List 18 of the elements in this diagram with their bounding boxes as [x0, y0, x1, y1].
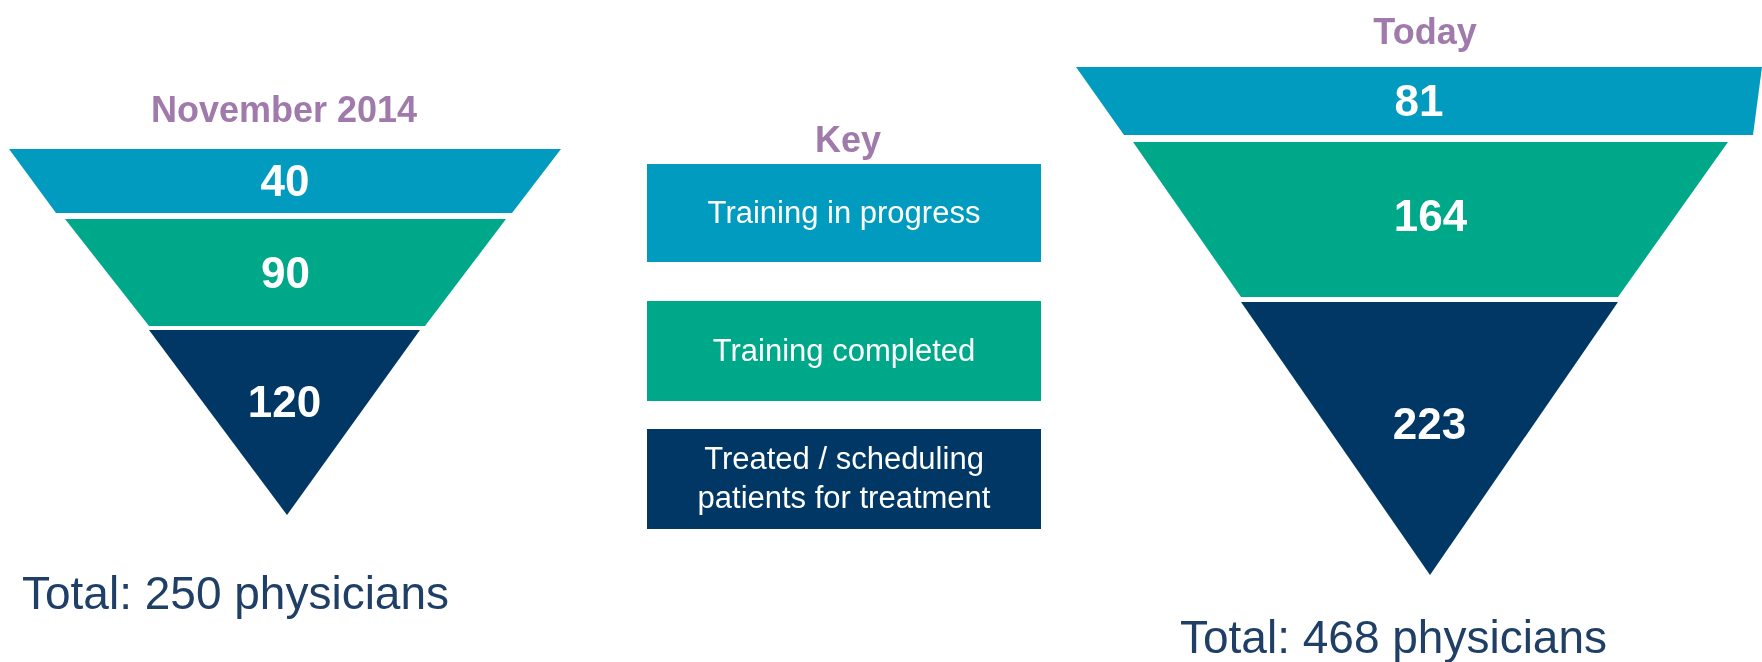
- funnel-segment: [1133, 142, 1728, 297]
- segment-value: 90: [261, 251, 310, 295]
- key-heading: Key: [815, 122, 881, 158]
- column-heading: Today: [1373, 14, 1477, 50]
- segment-value: 120: [247, 380, 322, 424]
- funnel-segment: [1076, 67, 1762, 135]
- segment-value: 164: [1393, 194, 1468, 238]
- legend-text: Training completed: [712, 331, 976, 370]
- funnel-segment: [149, 330, 420, 515]
- funnel-segment: [1241, 302, 1618, 575]
- funnel-segment: [65, 219, 506, 326]
- segment-value: 40: [260, 159, 310, 203]
- legend-text: Training in progress: [707, 193, 981, 232]
- segment-value: 223: [1392, 402, 1467, 446]
- legend-text: Treated / scheduling patients for treatment: [696, 440, 992, 517]
- column-heading: November 2014: [150, 92, 418, 128]
- funnel-segment: [9, 149, 561, 213]
- segment-value: 81: [1394, 79, 1444, 123]
